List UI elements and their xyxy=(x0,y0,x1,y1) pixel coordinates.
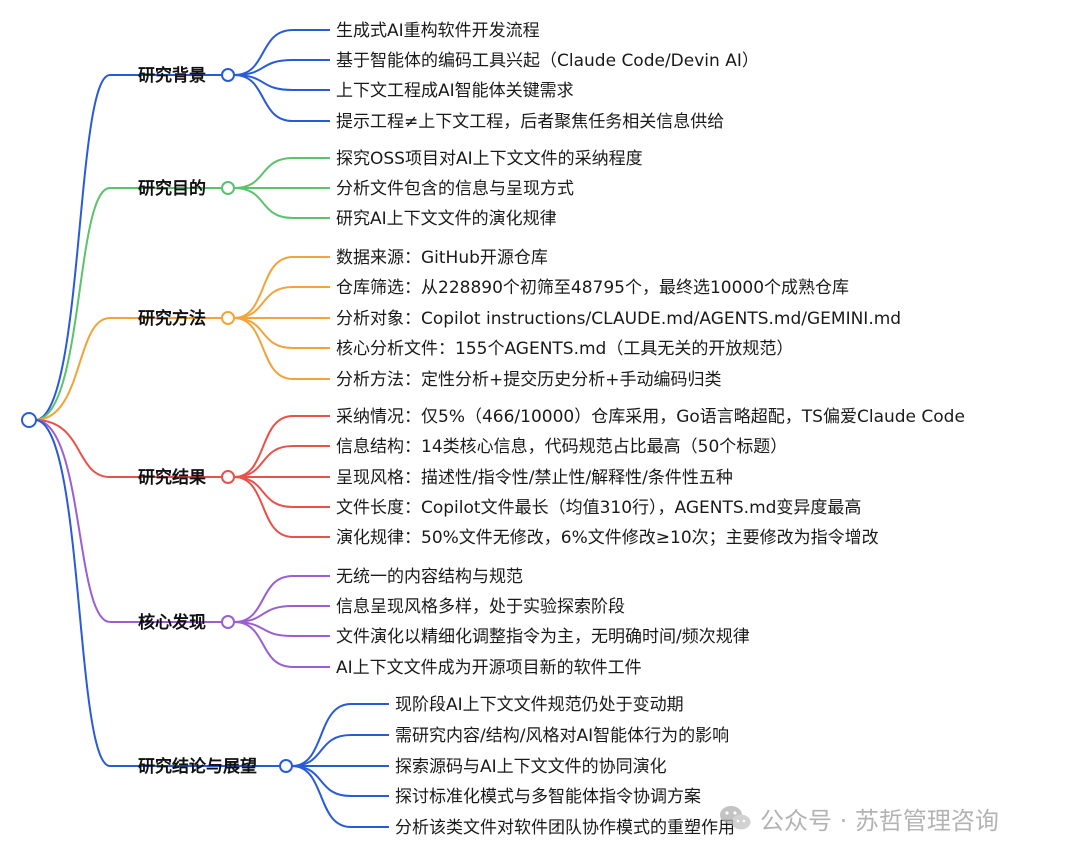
leaf-connector xyxy=(233,621,330,668)
leaf-label: 探索源码与AI上下文文件的协同演化 xyxy=(395,757,667,777)
branch-label: 核心发现 xyxy=(138,612,206,633)
root-node-circle[interactable] xyxy=(21,412,37,428)
leaf-connector xyxy=(233,605,330,623)
leaf-connector xyxy=(233,29,330,76)
watermark-text: 公众号 · 苏哲管理咨询 xyxy=(760,806,999,835)
leaf-connector xyxy=(233,187,330,219)
leaf-connector xyxy=(291,734,389,767)
leaf-label: 数据来源：GitHub开源仓库 xyxy=(336,248,548,268)
leaf-label: 演化规律：50%文件无修改，6%文件修改≥10次；主要修改为指令增改 xyxy=(336,528,879,548)
watermark: 公众号 · 苏哲管理咨询 xyxy=(718,796,999,840)
leaf-connector xyxy=(233,317,330,380)
leaf-connector xyxy=(233,476,330,538)
leaf-label: 文件长度：Copilot文件最长（均值310行），AGENTS.md变异度最高 xyxy=(336,498,861,518)
leaf-label: 现阶段AI上下文文件规范仍处于变动期 xyxy=(395,695,684,715)
branch-label: 研究方法 xyxy=(138,308,206,329)
leaf-connector xyxy=(233,74,330,91)
root-branch-connector xyxy=(34,187,222,421)
root-branch-connector xyxy=(34,74,222,421)
leaf-connector xyxy=(233,415,330,478)
leaf-label: 无统一的内容结构与规范 xyxy=(336,567,523,587)
leaf-label: 上下文工程成AI智能体关键需求 xyxy=(336,81,574,101)
root-branch-connector xyxy=(34,317,222,421)
wechat-icon xyxy=(720,806,751,830)
leaf-label: 探究OSS项目对AI上下文文件的采纳程度 xyxy=(336,149,643,169)
leaf-connector xyxy=(291,703,389,767)
leaf-connector xyxy=(233,59,330,76)
leaf-connector xyxy=(233,445,330,478)
leaf-label: 探讨标准化模式与多智能体指令协调方案 xyxy=(395,787,701,807)
leaf-label: 基于智能体的编码工具兴起（Claude Code/Devin AI） xyxy=(336,51,759,71)
leaf-connector xyxy=(233,621,330,637)
connector-lines xyxy=(34,29,389,828)
branch-node-circle[interactable] xyxy=(221,470,235,484)
branch-label: 研究结果 xyxy=(138,467,206,488)
leaf-label: 分析文件包含的信息与呈现方式 xyxy=(336,179,574,199)
leaf-label: 信息结构：14类核心信息，代码规范占比最高（50个标题） xyxy=(336,437,787,457)
branch-node-circle[interactable] xyxy=(221,615,235,629)
leaf-label: 采纳情况：仅5%（466/10000）仓库采用，Go语言略超配，TS偏爱Clau… xyxy=(336,407,965,427)
leaf-connector xyxy=(233,74,330,122)
leaf-connector xyxy=(233,157,330,189)
leaf-label: 分析对象：Copilot instructions/CLAUDE.md/AGEN… xyxy=(336,309,901,329)
leaf-connector xyxy=(233,575,330,623)
branch-node-circle[interactable] xyxy=(221,68,235,82)
leaf-label: 需研究内容/结构/风格对AI智能体行为的影响 xyxy=(395,726,729,746)
leaf-label: 仓库筛选：从228890个初筛至48795个，最终选10000个成熟仓库 xyxy=(336,277,849,298)
leaf-label: 呈现风格：描述性/指令性/禁止性/解释性/条件性五种 xyxy=(336,468,733,488)
leaf-connector xyxy=(233,286,330,319)
leaf-connector xyxy=(233,256,330,319)
leaf-label: 信息呈现风格多样，处于实验探索阶段 xyxy=(336,597,625,617)
leaf-label: 核心分析文件：155个AGENTS.md（工具无关的开放规范） xyxy=(336,339,793,359)
branch-label: 研究背景 xyxy=(138,65,206,86)
leaf-label: 文件演化以精细化调整指令为主，无明确时间/频次规律 xyxy=(336,627,750,647)
branch-node-circle[interactable] xyxy=(221,311,235,325)
root-branch-connector xyxy=(34,419,222,478)
leaf-label: 分析该类文件对软件团队协作模式的重塑作用 xyxy=(395,818,735,838)
root-branch-connector xyxy=(34,419,280,767)
branch-label: 研究目的 xyxy=(138,178,206,199)
leaf-label: 生成式AI重构软件开发流程 xyxy=(336,21,540,41)
leaf-label: 提示工程≠上下文工程，后者聚焦任务相关信息供给 xyxy=(336,112,724,132)
branch-node-circle[interactable] xyxy=(279,759,293,773)
leaf-label: AI上下文文件成为开源项目新的软件工件 xyxy=(336,658,642,678)
branch-label: 研究结论与展望 xyxy=(138,756,257,777)
branch-node-circle[interactable] xyxy=(221,181,235,195)
leaf-label: 分析方法：定性分析+提交历史分析+手动编码归类 xyxy=(336,370,722,390)
leaf-label: 研究AI上下文文件的演化规律 xyxy=(336,209,557,229)
root-branch-connector xyxy=(34,419,222,623)
leaf-connector xyxy=(291,765,389,828)
